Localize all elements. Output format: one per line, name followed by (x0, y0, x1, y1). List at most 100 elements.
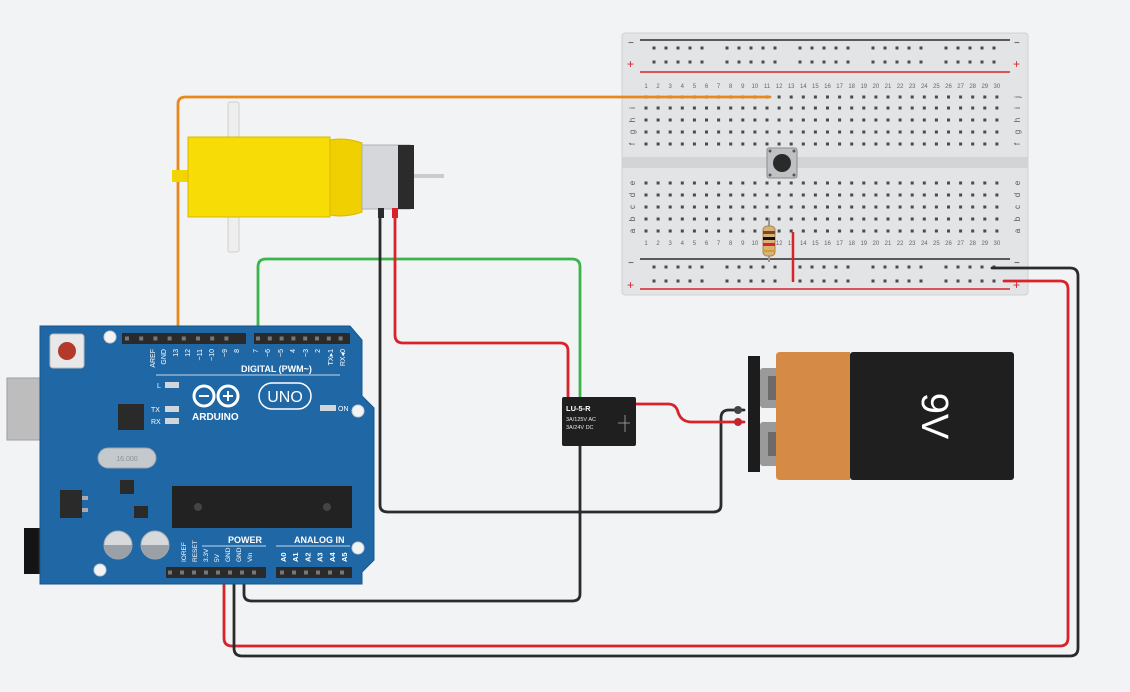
digital-pin-label: ~9 (222, 349, 229, 357)
digital-pin-label: 2 (315, 349, 322, 353)
breadboard-row-label: g (628, 130, 637, 134)
analog-header-label: ANALOG IN (294, 535, 345, 545)
breadboard-col-label: 25 (933, 84, 940, 90)
resistor[interactable] (762, 218, 776, 262)
breadboard-col-label: 27 (957, 241, 964, 247)
breadboard-col-label: 12 (776, 241, 783, 247)
wire-black-motor-battery[interactable] (378, 214, 746, 514)
wire-black-relay-gnd[interactable] (242, 444, 582, 603)
wire-red-motor-relay[interactable] (393, 214, 570, 401)
digital-pin-label: RX◂0 (340, 349, 347, 366)
breadboard-col-label: 15 (812, 84, 819, 90)
wire-black-gnd-breadboard[interactable] (232, 266, 1080, 658)
breadboard-row-label: f (628, 142, 637, 145)
breadboard-row-label: i (1013, 107, 1022, 109)
breadboard-row-label: i (628, 107, 637, 109)
wire-red-5v-breadboard[interactable] (222, 279, 1070, 648)
power-pin-label: GND (225, 547, 232, 562)
breadboard-col-label: 24 (921, 241, 928, 247)
crystal (97, 447, 157, 469)
breadboard-col-label: 3 (669, 84, 673, 90)
power-pin-label: 5V (214, 553, 221, 562)
breadboard-col-label: 26 (945, 241, 952, 247)
breadboard-col-label: 14 (800, 84, 807, 90)
relay[interactable]: LU-5-R 3A/125V AC 3A/24V DC (562, 397, 636, 446)
breadboard-row-label: f (1013, 142, 1022, 145)
breadboard-col-label: 21 (885, 241, 892, 247)
analog-pin-label: A2 (303, 552, 312, 562)
breadboard-row-label: h (628, 118, 637, 122)
breadboard-row-label: c (1013, 205, 1022, 209)
led-on (320, 405, 336, 411)
digital-pin-label: 4 (290, 349, 297, 353)
breadboard-col-label: 13 (788, 241, 795, 247)
breadboard-row-label: j (1013, 96, 1022, 99)
digital-pin-label: ~5 (278, 349, 285, 357)
battery-9v[interactable]: 9V (734, 352, 1014, 480)
power-pin-label: Vin (247, 552, 254, 562)
breadboard-col-label: 10 (752, 84, 759, 90)
breadboard-col-label: 10 (752, 241, 759, 247)
analog-pin-label: A1 (291, 552, 300, 562)
digital-header-label: DIGITAL (PWM~) (241, 364, 312, 374)
led-tx-label: TX (151, 407, 160, 414)
breadboard-col-label: 28 (969, 84, 976, 90)
led-rx (165, 418, 179, 424)
led-rx-label: RX (151, 419, 161, 426)
wire-red-relay-battery[interactable] (632, 402, 746, 424)
breadboard-column-labels: 1122334455667788991010111112121313141415… (644, 84, 1001, 247)
breadboard-col-label: 5 (693, 241, 697, 247)
led-tx (165, 406, 179, 412)
breadboard-col-label: 6 (705, 241, 709, 247)
breadboard-col-label: 8 (729, 241, 733, 247)
digital-pin-label: GND (161, 349, 168, 365)
relay-model: LU-5-R (566, 404, 591, 413)
breadboard[interactable]: 1122334455667788991010111112121313141415… (621, 32, 1029, 296)
digital-pin-label: ~3 (303, 349, 310, 357)
breadboard-holes (644, 46, 999, 283)
breadboard-col-label: 9 (741, 241, 745, 247)
breadboard-col-label: 14 (800, 241, 807, 247)
wire-orange-pin13-breadboard[interactable] (176, 95, 772, 340)
breadboard-col-label: 1 (644, 241, 648, 247)
rail-minus-top-right: − (1014, 38, 1020, 49)
breadboard-col-label: 30 (994, 84, 1001, 90)
breadboard-col-label: 4 (681, 241, 685, 247)
rail-plus-bottom-right: + (1013, 278, 1020, 292)
breadboard-col-label: 23 (909, 241, 916, 247)
led-l (165, 382, 179, 388)
digital-pin-label: TX▸1 (328, 349, 335, 365)
power-pin-label: 3.3V (203, 548, 210, 562)
digital-pin-label: 8 (234, 349, 241, 353)
breadboard-row-label: b (1013, 216, 1022, 221)
breadboard-col-label: 26 (945, 84, 952, 90)
breadboard-col-label: 2 (656, 84, 660, 90)
breadboard-col-label: 29 (981, 84, 988, 90)
wire-green-pin7-relay[interactable] (256, 257, 582, 401)
breadboard-col-label: 28 (969, 241, 976, 247)
breadboard-col-label: 1 (644, 84, 648, 90)
analog-pin-label: A0 (279, 552, 288, 562)
breadboard-col-label: 23 (909, 84, 916, 90)
breadboard-col-label: 27 (957, 84, 964, 90)
digital-pin-label: 13 (173, 349, 180, 357)
dc-gear-motor[interactable] (172, 101, 444, 253)
breadboard-col-label: 22 (897, 84, 904, 90)
pushbutton[interactable] (766, 147, 798, 179)
battery-label: 9V (913, 393, 955, 440)
digital-pin-label: ~10 (209, 349, 216, 361)
breadboard-col-label: 25 (933, 241, 940, 247)
breadboard-col-label: 30 (994, 241, 1001, 247)
power-pin-label: IOREF (181, 542, 188, 562)
breadboard-row-label: c (628, 205, 637, 209)
breadboard-col-label: 16 (824, 84, 831, 90)
breadboard-col-label: 12 (776, 84, 783, 90)
analog-pin-label: A5 (340, 552, 349, 562)
led-on-label: ON (338, 406, 349, 413)
breadboard-col-label: 19 (860, 84, 867, 90)
